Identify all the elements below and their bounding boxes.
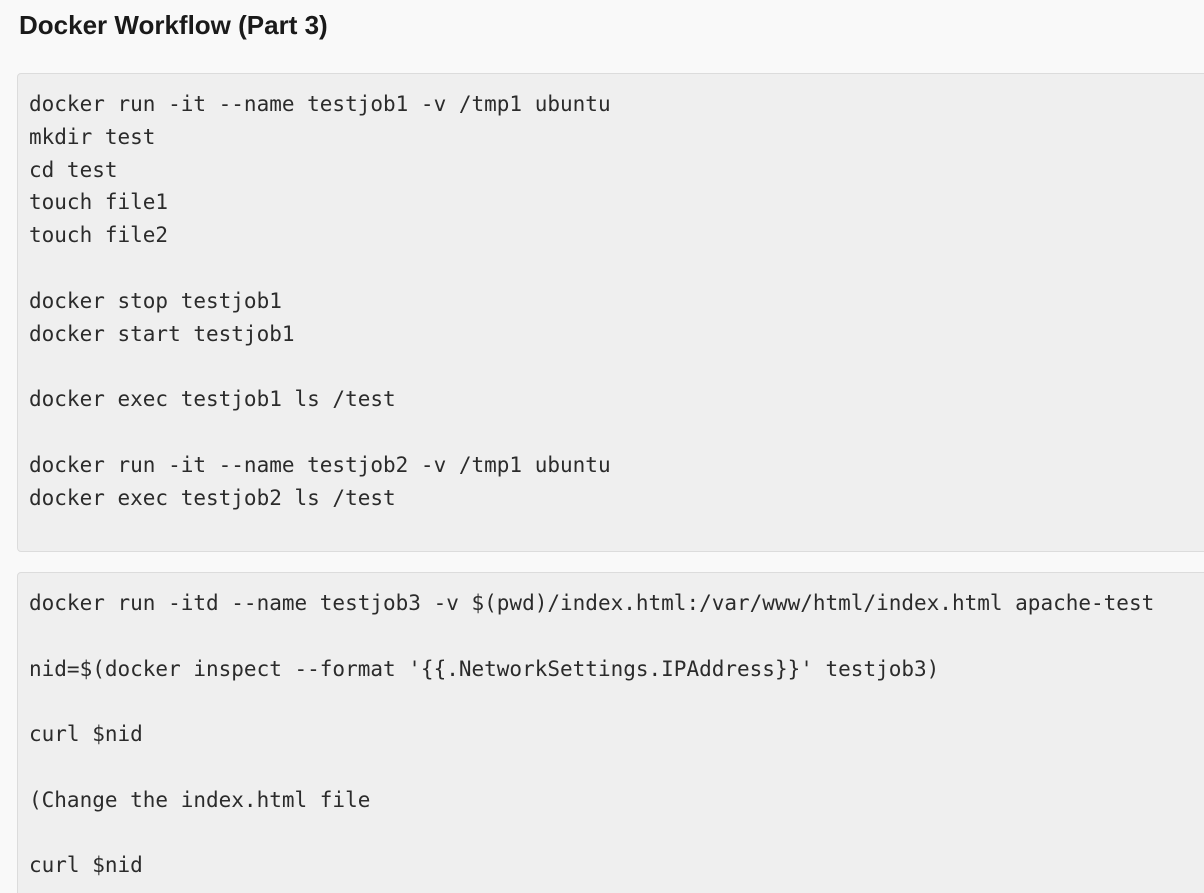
code-line: docker start testjob1 — [29, 321, 295, 346]
code-line: docker run -itd --name testjob3 -v $(pwd… — [29, 591, 1155, 615]
code-line: (Change the index.html file — [29, 787, 371, 812]
code-line: docker exec testjob2 ls /test — [29, 485, 396, 510]
code-line: docker stop testjob1 — [29, 288, 282, 313]
code-line: docker run -it --name testjob2 -v /tmp1 … — [29, 452, 611, 477]
code-block-1: docker run -it --name testjob1 -v /tmp1 … — [17, 73, 1204, 552]
code-line — [29, 751, 1204, 784]
code-line — [29, 817, 1204, 850]
code-line: curl $nid — [29, 722, 143, 747]
code-line: curl $nid — [29, 853, 143, 878]
code-line — [29, 620, 1204, 653]
code-line: nid=$(docker inspect --format '{{.Networ… — [29, 656, 940, 681]
code-line: docker exec testjob1 ls /test — [29, 387, 396, 412]
code-line: touch file1 — [29, 190, 169, 215]
page-title: Docker Workflow (Part 3) — [19, 10, 328, 40]
code-line: cd test — [29, 157, 118, 182]
code-line — [29, 416, 1204, 449]
code-line: touch file2 — [29, 223, 169, 248]
code-line — [29, 350, 1204, 383]
code-line — [29, 685, 1204, 718]
code-line: mkdir test — [29, 124, 156, 149]
code-block-2: docker run -itd --name testjob3 -v $(pwd… — [17, 572, 1204, 893]
code-line: docker run -it --name testjob1 -v /tmp1 … — [29, 92, 611, 116]
code-line — [29, 252, 1204, 285]
